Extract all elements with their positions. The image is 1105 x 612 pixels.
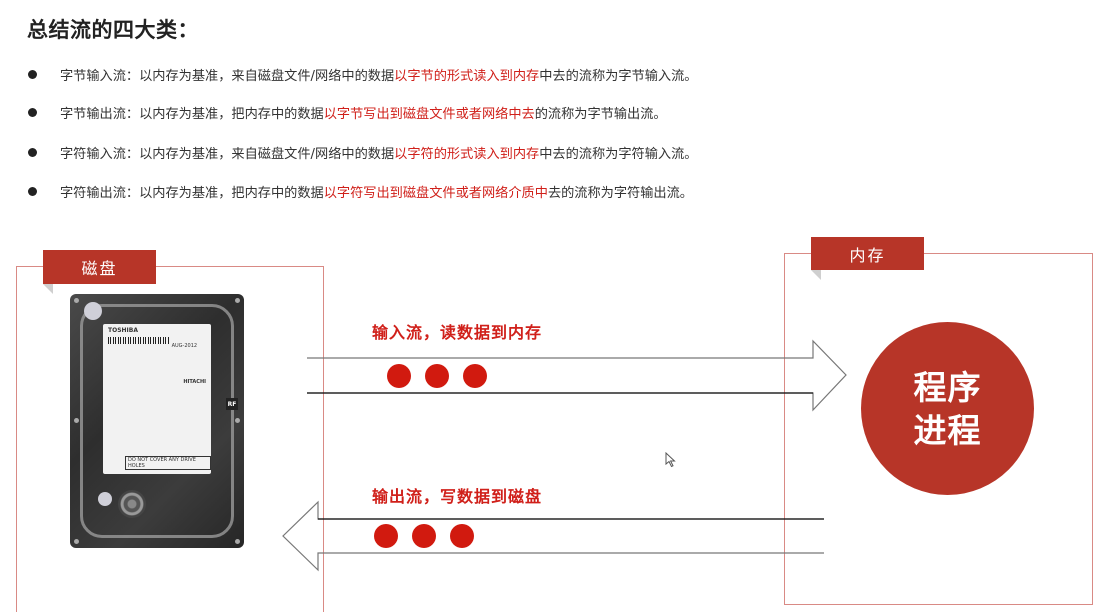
process-label-line2: 进程 [913, 410, 982, 450]
bullet-highlight: 以字符写出到磁盘文件或者网络介质中 [323, 185, 548, 201]
screw-icon [74, 418, 79, 423]
input-flow-label: 输入流，读数据到内存 [372, 323, 543, 342]
output-flow-label: 输出流，写数据到磁盘 [372, 487, 543, 506]
data-dot-icon [412, 524, 436, 548]
screw-icon [74, 539, 79, 544]
memory-box [784, 253, 1093, 605]
bullet-text: 中去的流称为字符输入流。 [539, 146, 698, 162]
bullet-text: 字符输入流：以内存为基准，来自磁盘文件/网络中的数据 [60, 146, 395, 162]
data-dot-icon [374, 524, 398, 548]
screw-icon [235, 298, 240, 303]
bullet-text: 字符输出流：以内存为基准，把内存中的数据 [60, 185, 324, 201]
bullet-text: 去的流称为字符输出流。 [547, 185, 693, 201]
bullet-highlight: 以字符的形式读入到内存 [394, 146, 540, 162]
tag-fold-decoration [811, 270, 821, 280]
hdd-pad [98, 492, 112, 506]
bullet-byte-input-stream: 字节输入流：以内存为基准，来自磁盘文件/网络中的数据以字节的形式读入到内存中去的… [28, 63, 697, 85]
input-data-dots [387, 364, 487, 388]
bullet-highlight: 以字节的形式读入到内存 [394, 68, 540, 84]
hdd-model-code: AUG-2012 [171, 343, 198, 349]
bullet-text: 的流称为字节输出流。 [534, 106, 667, 122]
hdd-rim [80, 304, 234, 538]
screw-icon [74, 298, 79, 303]
bullet-text: 字节输出流：以内存为基准，把内存中的数据 [60, 106, 324, 122]
data-dot-icon [450, 524, 474, 548]
memory-tag: 内存 [811, 237, 924, 270]
output-data-dots [374, 524, 474, 548]
screw-icon [235, 418, 240, 423]
bullet-dot-icon [28, 186, 37, 196]
data-dot-icon [463, 364, 487, 388]
tag-fold-decoration [43, 284, 53, 294]
hdd-spindle [118, 490, 146, 518]
disk-box [16, 266, 324, 612]
hdd-label: TOSHIBA AUG-2012 HITACHI DO NOT COVER AN… [103, 324, 211, 474]
hdd-brand: TOSHIBA [108, 327, 138, 334]
disk-tag: 磁盘 [43, 250, 156, 284]
barcode-icon [108, 337, 170, 344]
bullet-byte-output-stream: 字节输出流：以内存为基准，把内存中的数据以字节写出到磁盘文件或者网络中去的流称为… [28, 101, 667, 123]
rf-badge: RF [226, 398, 238, 410]
process-label-line1: 程序 [913, 367, 982, 407]
data-dot-icon [387, 364, 411, 388]
bullet-char-input-stream: 字符输入流：以内存为基准，来自磁盘文件/网络中的数据以字符的形式读入到内存中去的… [28, 141, 697, 163]
bullet-highlight: 以字节写出到磁盘文件或者网络中去 [323, 106, 535, 122]
hard-disk-image: TOSHIBA AUG-2012 HITACHI DO NOT COVER AN… [70, 294, 244, 548]
hdd-maker: HITACHI [183, 379, 206, 385]
hdd-warning: DO NOT COVER ANY DRIVE HOLES [125, 456, 211, 470]
screw-icon [235, 539, 240, 544]
bullet-dot-icon [28, 69, 37, 79]
bullet-text: 字节输入流：以内存为基准，来自磁盘文件/网络中的数据 [60, 68, 395, 84]
bullet-text: 中去的流称为字节输入流。 [539, 68, 698, 84]
bullet-char-output-stream: 字符输出流：以内存为基准，把内存中的数据以字符写出到磁盘文件或者网络介质中去的流… [28, 180, 693, 202]
output-arrow-icon [282, 500, 824, 572]
mouse-cursor-icon [665, 452, 676, 468]
hdd-pad [84, 302, 102, 320]
page-title: 总结流的四大类： [27, 18, 199, 42]
program-process-circle: 程序 进程 [861, 322, 1034, 495]
bullet-dot-icon [28, 107, 37, 117]
data-dot-icon [425, 364, 449, 388]
bullet-dot-icon [28, 147, 37, 157]
